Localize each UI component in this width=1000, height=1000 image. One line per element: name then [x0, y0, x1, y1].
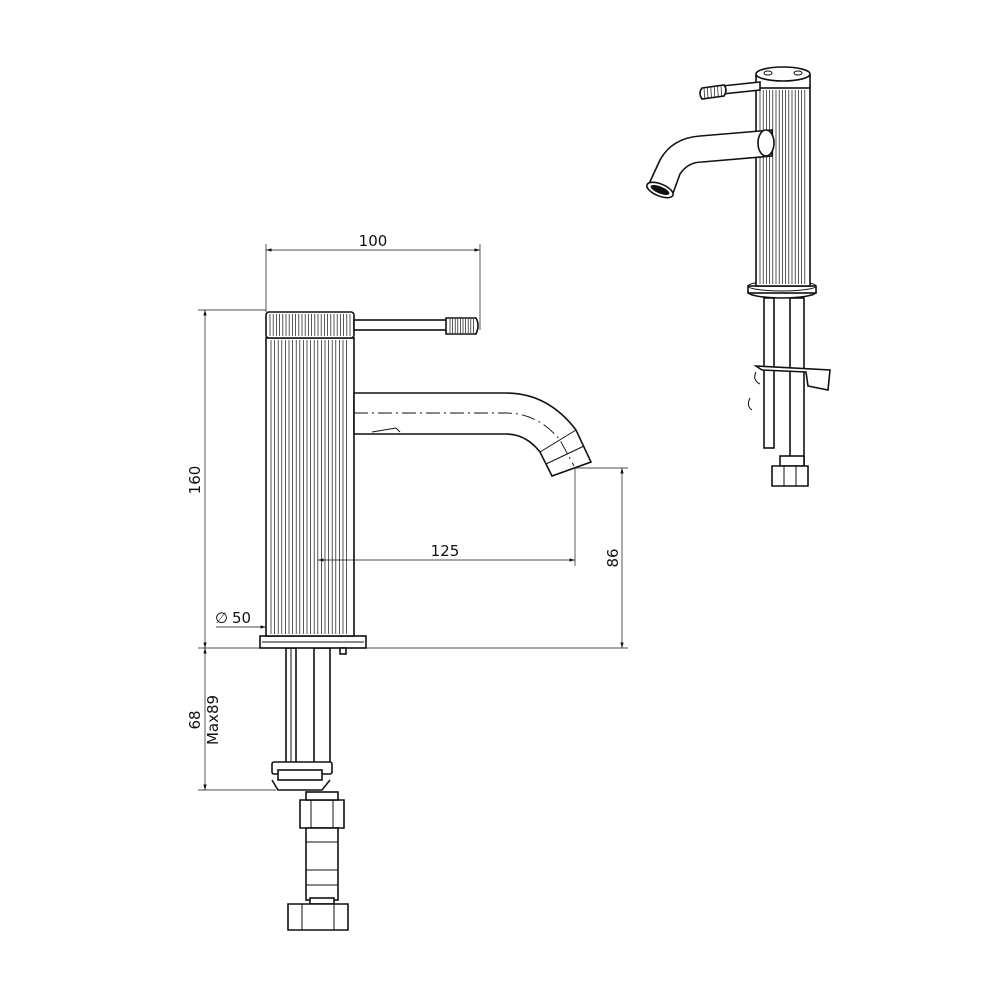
dim-total-height: 160	[186, 466, 204, 495]
perspective-lever-knurl	[703, 85, 722, 99]
dim-spout-reach: 125	[431, 542, 460, 560]
fluted-body	[265, 337, 355, 637]
knurl-line	[720, 85, 722, 97]
dim-tail-length: 68	[186, 710, 204, 729]
cap-knurl	[269, 314, 351, 336]
knurled-cap	[265, 311, 355, 339]
dim-tail-max: Max89	[204, 695, 222, 745]
front-elevation	[259, 311, 593, 931]
body-flutes	[270, 340, 347, 634]
lever-grip-knurl	[449, 319, 474, 333]
dimensions: 100 160 125 86 ∅ 50 68 Max89	[186, 232, 628, 791]
knurl-line	[717, 86, 719, 97]
base-flange	[259, 635, 367, 655]
lever-handle	[353, 317, 479, 335]
dim-spout-height: 86	[604, 548, 622, 567]
knurl-line	[710, 87, 712, 98]
knurl-line	[713, 86, 716, 97]
tail-pipes	[271, 647, 349, 931]
perspective-body-flutes	[759, 90, 806, 284]
knurl-line	[707, 87, 709, 98]
perspective-view	[646, 66, 831, 487]
knurl-line	[703, 87, 705, 99]
dim-body-diameter: 50	[232, 609, 251, 627]
dim-diameter-symbol: ∅	[215, 609, 228, 627]
dim-lever-reach: 100	[359, 232, 388, 250]
spout	[353, 392, 593, 477]
